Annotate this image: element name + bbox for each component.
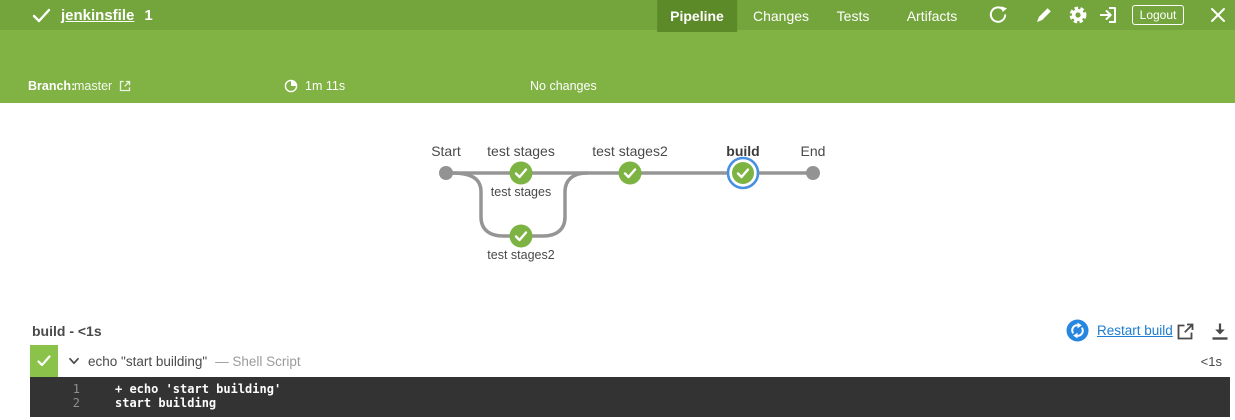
cause-row: Branch indexing [530,105,620,123]
completed-row: 4 minutes ago [284,105,384,123]
node-check-icon [514,231,528,242]
changes-value: No changes [530,79,597,93]
node-build-selected[interactable] [726,156,760,190]
branch-label-test-stages2: test stages2 [487,248,554,262]
open-external-icon[interactable] [1176,322,1195,346]
tab-pipeline[interactable]: Pipeline [657,0,737,32]
node-check-icon [514,168,528,179]
top-bar: jenkinsfile 1 Pipeline Changes Tests Art… [0,0,1235,32]
step-section-header: build - <1s Restart build [0,316,1235,346]
commit-row: Commit: 73675b9 [28,105,123,123]
step-type: — Shell Script [215,353,301,369]
success-check-icon [32,8,51,22]
logout-button[interactable]: Logout [1132,5,1184,25]
console-line: 2 start building [30,396,1230,410]
tab-artifacts[interactable]: Artifacts [906,8,958,24]
branch-value: master [74,79,113,93]
pipeline-graph: Start test stages test stages2 build End… [431,143,826,262]
step-row-echo[interactable]: echo "start building" — Shell Script <1s [30,345,1230,377]
start-node [439,166,453,180]
stage-label-end: End [801,143,826,159]
end-node [806,166,820,180]
branch-external-link-icon[interactable] [119,80,131,92]
stage-label-test-stages2: test stages2 [592,143,668,159]
commit-label: Commit: [28,107,79,121]
run-info-bar: Branch: master Commit: 73675b9 1m 11s [0,30,1235,121]
stage-label-start: Start [431,143,461,159]
line-number[interactable]: 1 [72,382,80,396]
settings-gear-icon[interactable] [1063,0,1093,30]
completed-value: 4 minutes ago [305,107,384,121]
branch-row: Branch: master [28,77,131,95]
clock-icon [284,107,298,121]
exit-to-app-icon[interactable] [1093,0,1123,30]
console-log: 1 + echo 'start building' 2 start buildi… [30,377,1230,417]
duration-row: 1m 11s [284,77,345,95]
changes-row: No changes [530,77,597,95]
duration-icon [284,79,298,93]
step-duration: <1s [1200,353,1222,369]
branch-label-test-stages: test stages [491,185,551,199]
cause-value: Branch indexing [530,107,620,121]
line-text: start building [115,396,217,410]
stage-label-test-stages: test stages [487,143,555,159]
restart-build-action[interactable]: Restart build [1066,319,1173,342]
node-test-stages-branch2[interactable] [509,224,533,248]
step-label: echo "start building" [88,353,208,369]
node-test-stages2[interactable] [618,161,642,185]
stage-label-build: build [726,143,759,159]
line-text: + echo 'start building' [115,382,282,396]
tab-bar: Pipeline Changes Tests Artifacts [0,0,1235,32]
node-test-stages-branch1[interactable] [509,161,533,185]
edit-icon[interactable] [1029,0,1059,30]
rerun-icon[interactable] [983,0,1013,30]
top-bar-actions: Logout [0,0,1235,30]
branch-label: Branch: [28,79,76,93]
job-name-link[interactable]: jenkinsfile [61,6,135,24]
duration-value: 1m 11s [305,79,346,93]
selected-stage-title: build - <1s [32,323,102,339]
tab-tests[interactable]: Tests [836,8,870,24]
node-check-icon [623,168,637,179]
close-icon[interactable] [1203,0,1233,30]
commit-value: 73675b9 [74,107,123,121]
run-number: 1 [144,6,153,24]
restart-icon [1066,319,1089,342]
chevron-down-icon[interactable] [68,355,80,367]
run-title: jenkinsfile 1 [32,0,153,30]
node-check-icon [736,168,750,179]
download-log-icon[interactable] [1211,322,1229,346]
step-check-icon [37,355,51,367]
console-line: 1 + echo 'start building' [30,382,1230,396]
tab-changes[interactable]: Changes [752,8,810,24]
restart-build-link: Restart build [1097,323,1173,338]
line-number[interactable]: 2 [72,396,80,410]
step-status-success [30,345,58,377]
